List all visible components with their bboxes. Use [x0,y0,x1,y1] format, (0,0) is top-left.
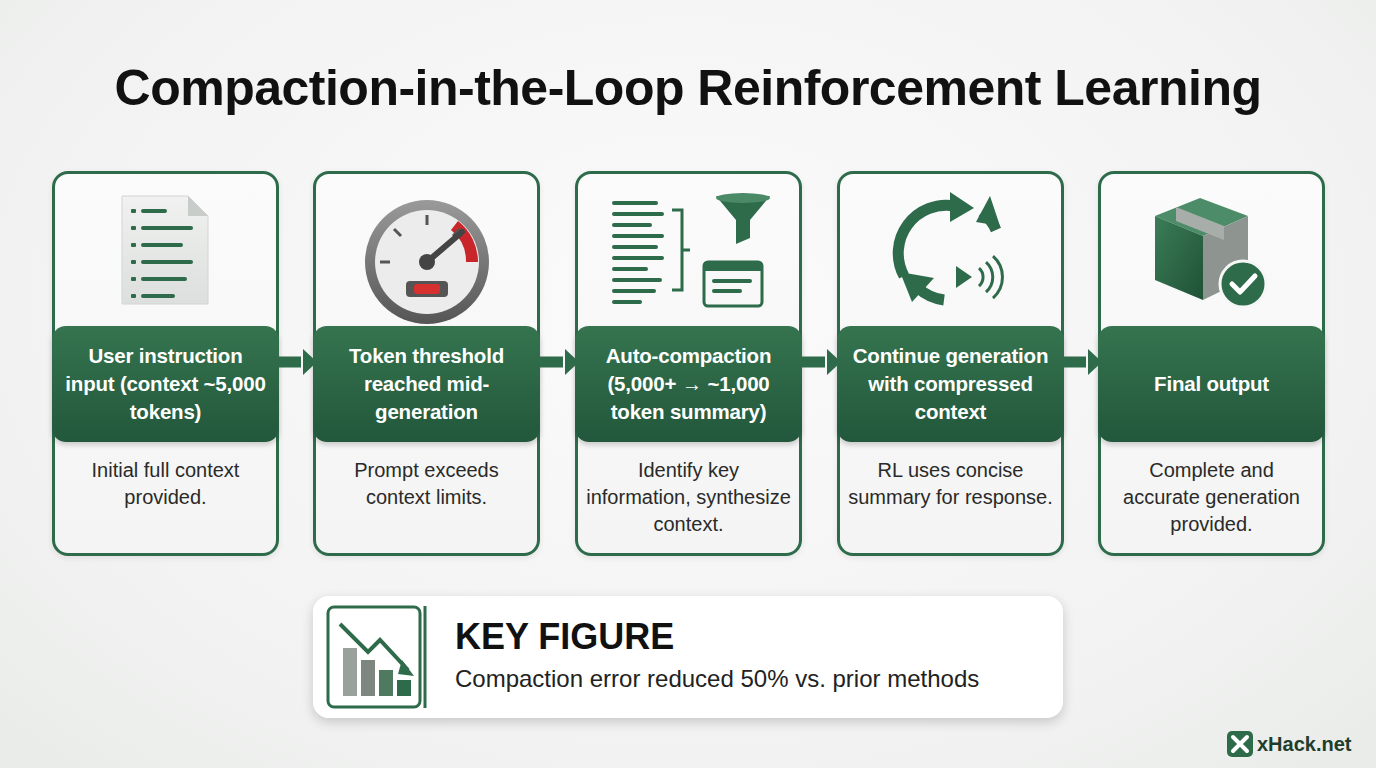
watermark-text: xHack.net [1257,731,1352,757]
step-band: Token threshold reached mid-generation [313,326,540,442]
flow-arrow [540,349,579,375]
process-card: Token threshold reached mid-generationPr… [313,171,540,556]
process-card: User instruction input (context ~5,000 t… [52,171,279,556]
step-band: Continue generation with compressed cont… [837,326,1064,442]
flow-arrow [1064,349,1102,375]
flow-arrow [279,349,317,375]
loop-icon [898,192,1002,302]
arrow-head [565,349,579,375]
arrow-shaft [1064,357,1086,368]
flow-arrow [802,349,841,375]
step-description: RL uses concise summary for response. [848,457,1053,511]
chart-icon [313,596,425,718]
arrow-shaft [802,357,825,368]
step-heading: Final output [1154,370,1269,398]
process-card: Continue generation with compressed cont… [837,171,1064,556]
step-band: User instruction input (context ~5,000 t… [52,326,279,442]
step-description: Identify key information, synthesize con… [586,457,791,538]
package-icon [1155,198,1266,307]
step-band: Auto-compaction (5,000+ → ~1,000 token s… [575,326,802,442]
diagram-title: Compaction-in-the-Loop Reinforcement Lea… [0,58,1376,118]
step-description: Initial full context provided. [63,457,268,511]
step-band: Final output [1098,326,1325,442]
step-heading: Token threshold reached mid-generation [323,342,530,426]
process-card: Auto-compaction (5,000+ → ~1,000 token s… [575,171,802,556]
step-description: Prompt exceeds context limits. [324,457,529,511]
step-description: Complete and accurate generation provide… [1109,457,1314,538]
arrow-shaft [279,357,301,368]
step-heading: Auto-compaction (5,000+ → ~1,000 token s… [585,342,792,426]
watermark-logo [1227,731,1253,757]
step-heading: User instruction input (context ~5,000 t… [62,342,269,426]
key-heading: KEY FIGURE [455,616,674,658]
arrow-head [827,349,841,375]
process-card: Final outputComplete and accurate genera… [1098,171,1325,556]
key-body: Compaction error reduced 50% vs. prior m… [455,664,979,694]
compaction-icon [612,193,770,306]
arrow-head [1088,349,1102,375]
arrow-shaft [540,357,563,368]
gauge-icon [365,200,489,324]
key-figure-box: KEY FIGURE Compaction error reduced 50% v… [313,596,1063,718]
arrow-head [303,349,317,375]
step-heading: Continue generation with compressed cont… [847,342,1054,426]
document-icon [122,196,208,304]
